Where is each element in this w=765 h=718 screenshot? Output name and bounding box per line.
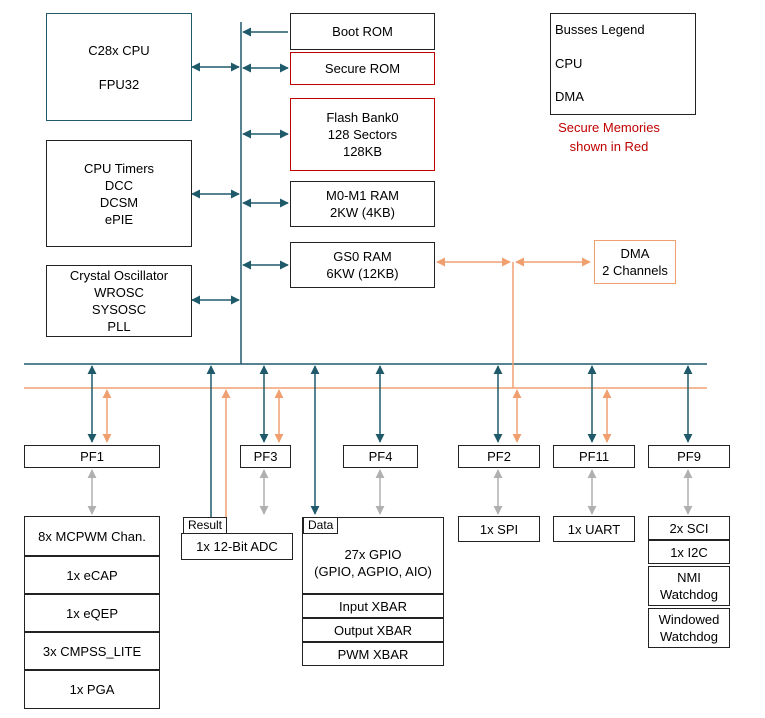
pf3-frame: PF3 bbox=[240, 445, 291, 468]
legend-dma-label: DMA bbox=[555, 89, 584, 104]
ecap-block: 1x eCAP bbox=[24, 556, 160, 594]
pf11-frame: PF11 bbox=[553, 445, 635, 468]
spi-block: 1x SPI bbox=[458, 516, 540, 542]
input-xbar-block: Input XBAR bbox=[302, 594, 444, 618]
m0m1-ram-block: M0-M1 RAM 2KW (4KB) bbox=[290, 181, 435, 227]
pf9-frame: PF9 bbox=[648, 445, 730, 468]
nmi-watchdog-block: NMI Watchdog bbox=[648, 566, 730, 606]
mcpwm-block: 8x MCPWM Chan. bbox=[24, 516, 160, 556]
gpio-block: 27x GPIO (GPIO, AGPIO, AIO) bbox=[302, 533, 444, 594]
windowed-watchdog-block: Windowed Watchdog bbox=[648, 608, 730, 648]
i2c-block: 1x I2C bbox=[648, 540, 730, 564]
dma-block: DMA 2 Channels bbox=[594, 240, 676, 284]
gs0-ram-block: GS0 RAM 6KW (12KB) bbox=[290, 242, 435, 288]
gpio-data-tag: Data bbox=[303, 517, 339, 534]
boot-rom-block: Boot ROM bbox=[290, 13, 435, 50]
pwm-xbar-block: PWM XBAR bbox=[302, 642, 444, 666]
busses-legend bbox=[550, 13, 696, 115]
pf4-frame: PF4 bbox=[343, 445, 418, 468]
adc-block: 1x 12-Bit ADC bbox=[181, 533, 293, 560]
cpu-timers-block: CPU Timers DCC DCSM ePIE bbox=[46, 140, 192, 247]
cpu-block: C28x CPU FPU32 bbox=[46, 13, 192, 121]
pf1-frame: PF1 bbox=[24, 445, 160, 468]
eqep-block: 1x eQEP bbox=[24, 594, 160, 632]
output-xbar-block: Output XBAR bbox=[302, 618, 444, 642]
pga-block: 1x PGA bbox=[24, 670, 160, 709]
secure-memories-note: Secure Memories shown in Red bbox=[558, 120, 660, 154]
legend-title: Busses Legend bbox=[555, 22, 645, 37]
adc-result-tag: Result bbox=[183, 517, 228, 534]
uart-block: 1x UART bbox=[553, 516, 635, 542]
secure-rom-block: Secure ROM bbox=[290, 52, 435, 85]
flash-bank0-block: Flash Bank0 128 Sectors 128KB bbox=[290, 98, 435, 171]
crystal-oscillator-block: Crystal Oscillator WROSC SYSOSC PLL bbox=[46, 265, 192, 337]
cmpss-lite-block: 3x CMPSS_LITE bbox=[24, 632, 160, 670]
sci-block: 2x SCI bbox=[648, 516, 730, 540]
pf2-frame: PF2 bbox=[458, 445, 540, 468]
legend-cpu-label: CPU bbox=[555, 56, 583, 71]
